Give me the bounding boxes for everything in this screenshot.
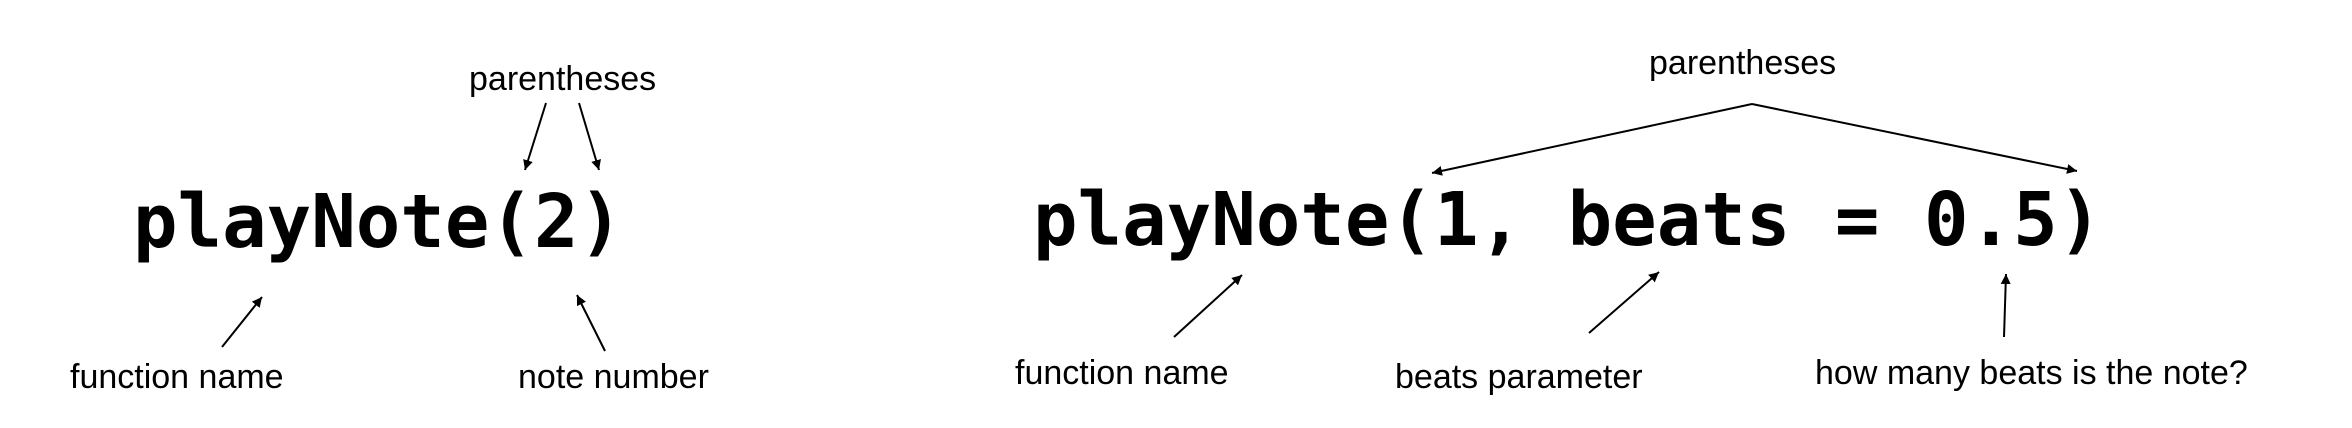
code-example-right: playNote(1, beats = 0.5) xyxy=(1033,177,2103,263)
label-function-name-left: function name xyxy=(70,358,284,396)
arrow-parentheses-open-right xyxy=(1431,103,1753,176)
code-example-left: playNote(2) xyxy=(133,179,624,265)
arrow-parentheses-close-left xyxy=(578,102,601,171)
arrow-parentheses-close-right xyxy=(1751,103,2078,174)
arrow-beats-question-right xyxy=(2000,273,2011,338)
label-note-number-left: note number xyxy=(518,358,709,396)
label-parentheses-right: parentheses xyxy=(1649,44,1837,82)
arrow-parentheses-open-left xyxy=(523,102,547,171)
label-parentheses-left: parentheses xyxy=(469,60,657,98)
arrow-note-number-left xyxy=(576,294,606,352)
label-beats-parameter-right: beats parameter xyxy=(1395,358,1643,396)
label-function-name-right: function name xyxy=(1015,354,1229,392)
label-beats-question-right: how many beats is the note? xyxy=(1815,354,2248,392)
arrow-function-name-left xyxy=(221,296,263,348)
arrow-function-name-right xyxy=(1173,274,1243,338)
arrow-beats-parameter-right xyxy=(1588,271,1660,334)
